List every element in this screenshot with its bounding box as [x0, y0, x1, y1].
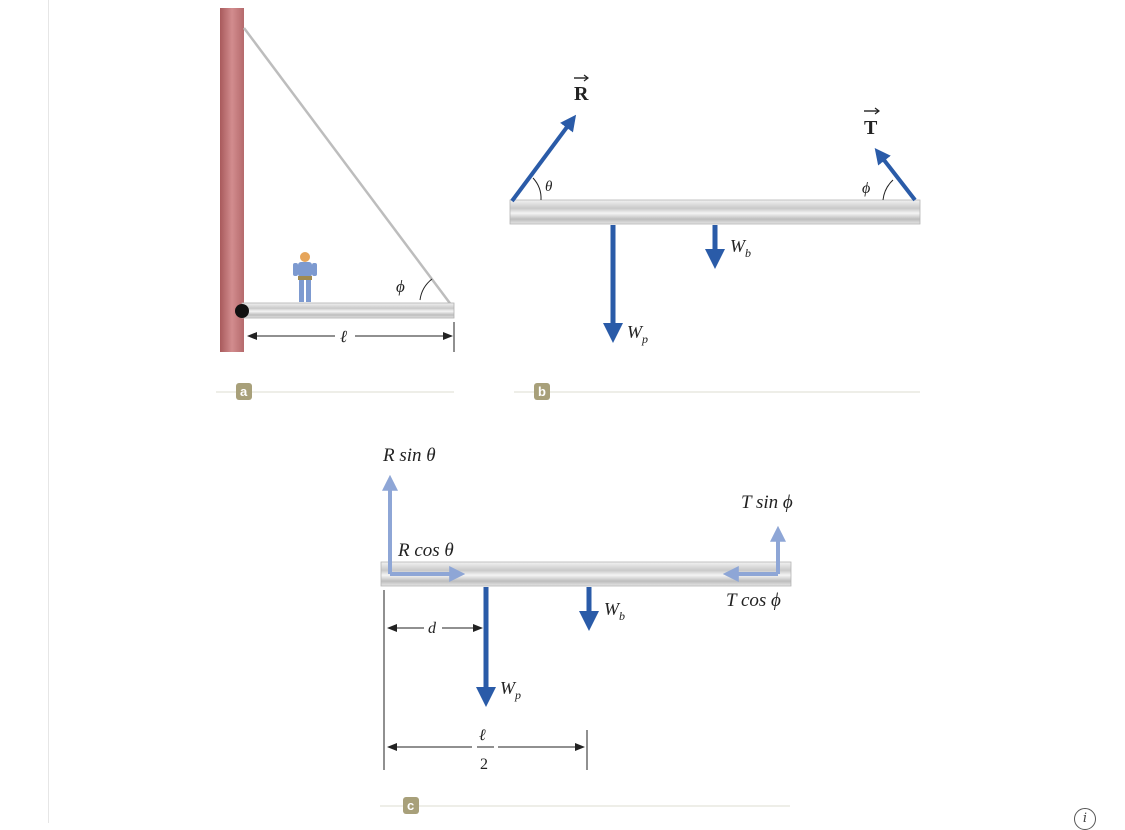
panel-a: ϕ ℓ a: [216, 8, 455, 400]
badge-b-label: b: [538, 384, 546, 399]
badge-b: [534, 383, 550, 400]
angle-arc-phi-b: [882, 179, 894, 201]
wall: [220, 8, 244, 352]
weight-label-beam-c: Wb: [604, 599, 625, 623]
length-label-a: ℓ: [340, 327, 347, 346]
force-arrow-T: [874, 147, 917, 202]
label-T-sin: T sin ϕ: [741, 492, 793, 513]
weight-label-beam-b: Wb: [730, 236, 751, 260]
half-length-denominator: 2: [480, 756, 488, 773]
badge-a-label: a: [240, 384, 248, 399]
force-arrow-R: [510, 114, 577, 203]
force-label-T: T: [864, 117, 878, 139]
worker-figure: [293, 252, 317, 302]
hinge-pin: [235, 304, 249, 318]
angle-arc-phi-a: [419, 278, 433, 301]
badge-c-label: c: [407, 798, 414, 813]
weight-label-person-b: Wp: [627, 322, 648, 346]
label-R-cos: R cos θ: [397, 540, 454, 561]
badge-a: [236, 383, 252, 400]
weight-label-person-c: Wp: [500, 678, 521, 702]
beam-a: [241, 302, 455, 319]
label-R-sin: R sin θ: [382, 445, 436, 466]
panel-b: R θ T ϕ Wp Wb b: [509, 74, 921, 400]
half-length-numerator: ℓ: [479, 727, 486, 744]
label-T-cos: T cos ϕ: [726, 590, 781, 611]
angle-arc-theta: [532, 177, 542, 201]
angle-label-theta: θ: [545, 179, 553, 195]
distance-label-d: d: [428, 620, 437, 637]
page-left-border: [48, 0, 49, 823]
support-cable: [242, 27, 454, 307]
info-icon[interactable]: i: [1074, 808, 1096, 830]
angle-label-phi-a: ϕ: [396, 277, 405, 296]
angle-label-phi-b: ϕ: [862, 180, 870, 197]
badge-c: [403, 797, 419, 814]
beam-b: [509, 199, 921, 225]
panel-c: R sin θ R cos θ T sin ϕ T cos ϕ Wp Wb d …: [380, 445, 793, 814]
force-label-R: R: [574, 83, 589, 105]
